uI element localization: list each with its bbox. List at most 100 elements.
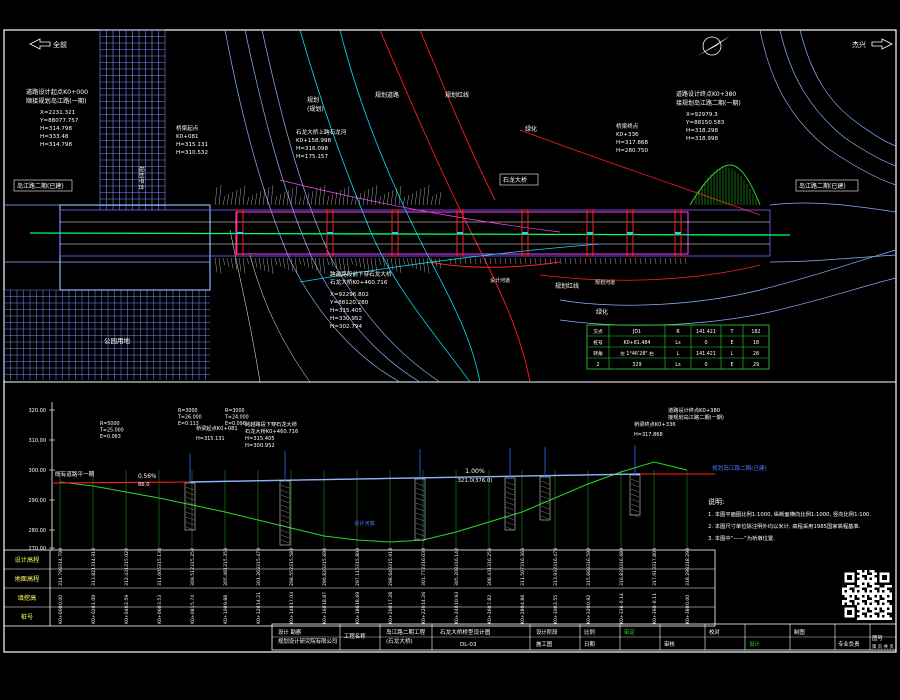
pier-hatch bbox=[505, 521, 515, 526]
qr-module bbox=[867, 582, 870, 585]
annotation-text: 绿化 bbox=[596, 308, 608, 316]
right-direction-label: 杰兴 bbox=[852, 40, 866, 49]
annotation-text: 顺接规划岛江路(一期) bbox=[26, 97, 87, 105]
qr-module bbox=[849, 595, 852, 598]
qr-module bbox=[854, 572, 857, 575]
project-label: 工程名称 bbox=[344, 632, 366, 640]
hatch-mark bbox=[322, 184, 326, 206]
hatch-mark bbox=[494, 257, 497, 265]
road-centerline bbox=[29, 232, 791, 236]
grid-cell: K0+200 bbox=[388, 605, 394, 624]
annotation-text: Y=88150.583 bbox=[685, 120, 725, 126]
pier-hatch bbox=[630, 483, 640, 488]
role-label: 制图 bbox=[794, 628, 805, 636]
qr-module bbox=[882, 570, 885, 573]
annotation-text: 1. 本图平面图比例1:1000, 纵断面横向比例1:1000, 竖向比例1:1… bbox=[708, 510, 871, 518]
hatch-mark bbox=[366, 188, 370, 206]
contour-line bbox=[249, 254, 311, 383]
qr-module bbox=[847, 610, 850, 613]
annotation-text: 说明: bbox=[708, 497, 724, 506]
pier-hatch bbox=[415, 522, 425, 527]
qr-module bbox=[882, 577, 885, 580]
contour-line bbox=[299, 29, 471, 383]
grid-cell: 312.431 bbox=[124, 567, 130, 586]
annotation-text: 桥梁起点K0+081 bbox=[196, 424, 238, 432]
pier-hatch bbox=[185, 486, 195, 491]
planning-red-line bbox=[419, 29, 496, 201]
qr-module bbox=[864, 590, 867, 593]
hatch-mark bbox=[589, 257, 592, 265]
pier-hatch bbox=[280, 504, 290, 509]
qr-module bbox=[874, 570, 877, 573]
table-cell: 桩号 bbox=[593, 339, 603, 346]
qr-module bbox=[842, 617, 845, 620]
table-cell: E bbox=[730, 362, 733, 368]
grid-cell: K0+220 bbox=[421, 605, 427, 624]
qr-module bbox=[882, 602, 885, 605]
hatch-mark bbox=[350, 257, 354, 265]
grid-cell: 311.507 bbox=[520, 567, 526, 586]
qr-module bbox=[889, 612, 892, 615]
river-bank-line bbox=[244, 29, 421, 383]
hatch-mark bbox=[230, 191, 234, 206]
hatch-mark bbox=[234, 189, 238, 206]
qr-module bbox=[842, 572, 845, 575]
qr-module bbox=[879, 595, 882, 598]
hatch-mark bbox=[226, 193, 230, 206]
hatch-mark bbox=[370, 186, 374, 206]
annotation-text: T=24.000 bbox=[224, 415, 249, 421]
qr-module bbox=[882, 597, 885, 600]
table-cell: 141.421 bbox=[696, 351, 716, 357]
hatch-mark bbox=[619, 257, 622, 265]
qr-module bbox=[889, 615, 892, 618]
hatch-mark bbox=[374, 184, 378, 206]
grid-cell: 314.798 bbox=[58, 567, 64, 586]
grid-cell: 9.88 bbox=[223, 595, 229, 605]
grid-cell: 314.798 bbox=[58, 548, 64, 567]
grid-cell: -0.14 bbox=[619, 593, 625, 605]
hatch-mark bbox=[418, 188, 422, 206]
hatch-mark bbox=[250, 194, 254, 206]
road-name-center: 石龙大桥 bbox=[503, 176, 527, 184]
pier-hatch bbox=[505, 501, 515, 506]
qr-module bbox=[867, 610, 870, 613]
hatch-mark bbox=[426, 184, 430, 206]
qr-module bbox=[842, 595, 845, 598]
annotation-text: 桥梁终点 bbox=[616, 122, 639, 130]
hatch-mark bbox=[464, 257, 467, 265]
qr-module bbox=[889, 577, 892, 580]
qr-module bbox=[849, 582, 852, 585]
pier-hatch bbox=[185, 496, 195, 501]
pier-hatch bbox=[505, 506, 515, 511]
role-label: 设计 bbox=[749, 640, 760, 648]
annotation-text: H=315.405 bbox=[245, 436, 275, 442]
hatch-mark bbox=[270, 257, 274, 275]
qr-module bbox=[857, 590, 860, 593]
qr-module bbox=[844, 617, 847, 620]
table-cell: K0+81.484 bbox=[623, 340, 650, 346]
hatch-mark bbox=[294, 257, 298, 274]
hatch-mark bbox=[529, 257, 532, 265]
hatch-mark bbox=[334, 191, 338, 206]
company-name: 设计 勘察 bbox=[278, 628, 302, 636]
hatch-mark bbox=[338, 257, 342, 271]
annotation-text: 86.0 bbox=[138, 482, 150, 488]
qr-module bbox=[864, 602, 867, 605]
hatch-mark bbox=[262, 188, 266, 206]
annotation-text: 道路设计终点K0+380 bbox=[668, 406, 720, 414]
hatch-mark bbox=[258, 190, 262, 206]
annotation-text: 跨越路段前下穿石龙大桥 bbox=[330, 270, 392, 278]
annotation-text: 道路设计起点K0+000 bbox=[26, 88, 88, 96]
hatch-mark bbox=[406, 194, 410, 206]
qr-module bbox=[887, 570, 890, 573]
qr-module bbox=[879, 610, 882, 613]
qr-module bbox=[857, 597, 860, 600]
table-cell: 329 bbox=[632, 362, 641, 368]
annotation-text: H=315.405 bbox=[330, 308, 362, 314]
hatch-mark bbox=[342, 257, 346, 272]
grid-cell: K0+380 bbox=[685, 605, 691, 624]
pier-hatch bbox=[505, 496, 515, 501]
